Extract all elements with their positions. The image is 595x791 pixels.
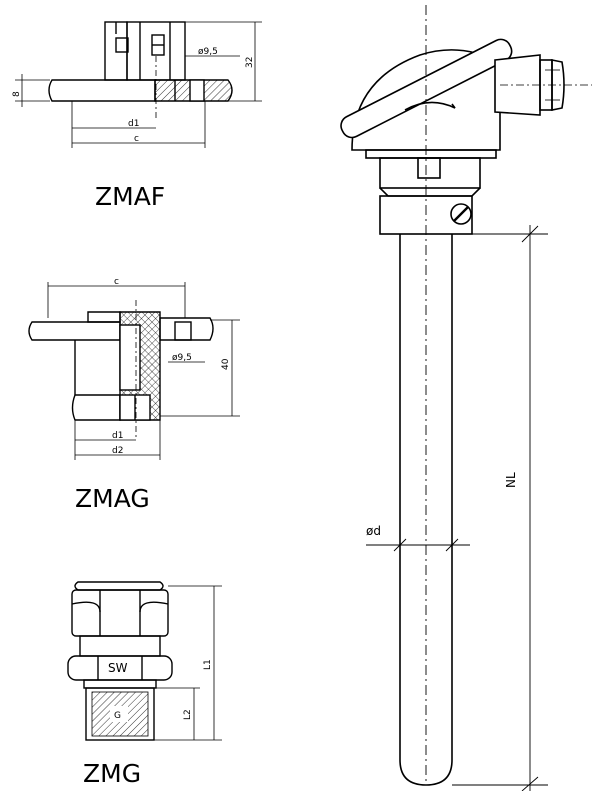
zmag-d2-label: d2 — [112, 446, 123, 456]
zmag-d1-label: d1 — [112, 431, 123, 441]
od-dimension — [366, 538, 470, 552]
zmaf-flange-drawing — [15, 21, 262, 148]
zmaf-height-label: 32 — [245, 57, 255, 68]
zmag-height-label: 40 — [221, 358, 231, 370]
zmg-caption: ZMG — [83, 759, 141, 788]
zmaf-hole-label: ø9,5 — [198, 47, 218, 57]
nl-dimension — [452, 225, 548, 791]
zmaf-thickness-label: 8 — [12, 91, 22, 97]
zmaf-d1-label: d1 — [128, 119, 139, 129]
od-label: ød — [366, 524, 381, 538]
zmaf-c-label: c — [134, 134, 139, 144]
zmag-caption: ZMAG — [75, 484, 150, 513]
zmag-c-label: c — [114, 277, 119, 287]
slotted-screw-icon — [450, 203, 472, 225]
zmag-hole-label: ø9,5 — [172, 353, 192, 363]
zmg-l2-label: L2 — [183, 709, 193, 720]
zmag-flange-drawing — [28, 282, 240, 460]
thermometer-head-drawing — [340, 38, 592, 786]
zmg-fitting-drawing — [67, 581, 222, 741]
zmg-g-label: G — [114, 711, 121, 721]
zmg-sw-label: SW — [108, 661, 128, 675]
zmaf-caption: ZMAF — [95, 182, 165, 211]
zmg-l1-label: L1 — [203, 659, 213, 670]
nl-label: NL — [504, 472, 518, 488]
